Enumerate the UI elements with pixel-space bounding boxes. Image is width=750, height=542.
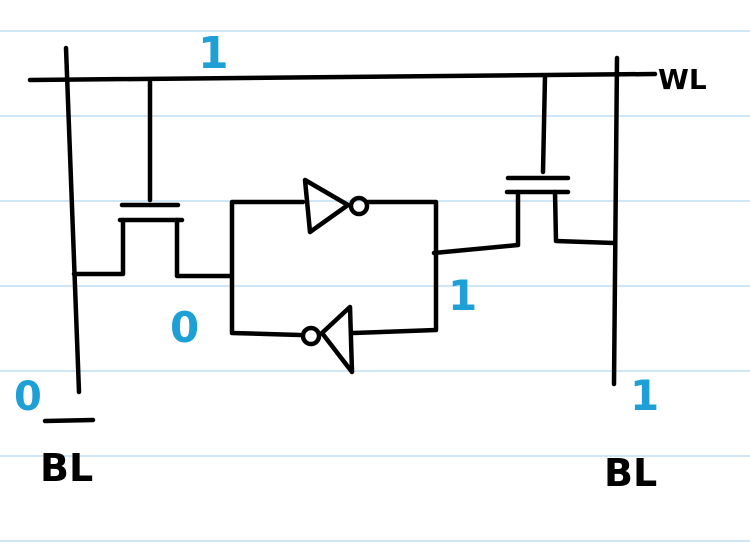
left-access-transistor	[71, 79, 233, 279]
word-line-value: 1	[198, 28, 229, 79]
word-line-label: WL	[658, 63, 707, 96]
bit-line-bar-value: 0	[14, 374, 42, 420]
bit-line-label: BL	[604, 451, 657, 495]
left-node-value: 0	[170, 303, 199, 352]
right-access-transistor	[431, 73, 617, 256]
bit-line-bar-wire	[63, 45, 82, 395]
top-inverter-bubble	[348, 195, 370, 217]
bottom-inverter-bubble	[300, 325, 322, 347]
word-line-wire	[27, 71, 658, 83]
inverter-loop-wire-right	[350, 199, 439, 336]
bit-line-wire	[611, 55, 620, 387]
bottom-inverter	[300, 304, 355, 375]
top-inverter	[302, 177, 370, 235]
inverter-loop-wire	[229, 199, 306, 338]
bit-line-bar-label: BL	[40, 446, 93, 490]
right-node-value: 1	[448, 271, 477, 320]
bit-line-value: 1	[630, 371, 659, 420]
bit-line-bar-overbar	[42, 417, 96, 424]
